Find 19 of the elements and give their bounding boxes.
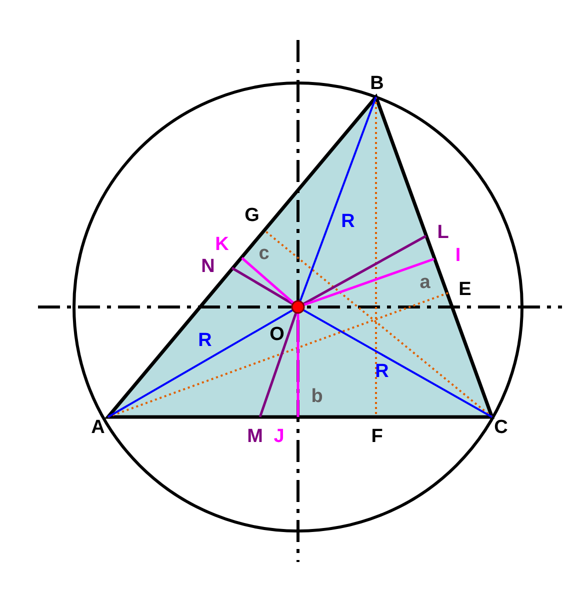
point-label: K <box>215 235 229 255</box>
radius-label: R <box>341 212 355 232</box>
point-label: O <box>270 325 284 345</box>
point-label: N <box>201 257 215 277</box>
point-label: C <box>494 418 508 438</box>
radius-label: R <box>375 362 389 382</box>
angle-label: b <box>311 387 323 407</box>
radius-label: R <box>198 331 212 351</box>
angle-label: a <box>420 273 430 293</box>
point-label: E <box>458 280 472 300</box>
point-label: A <box>91 418 105 438</box>
point-label: F <box>371 427 383 447</box>
point-label: M <box>247 427 263 447</box>
point-label: G <box>244 206 260 226</box>
point-label: L <box>437 223 449 243</box>
point-label: B <box>370 74 384 94</box>
point-label: I <box>455 246 461 266</box>
angle-label: c <box>258 244 270 264</box>
point-label: J <box>274 427 284 447</box>
